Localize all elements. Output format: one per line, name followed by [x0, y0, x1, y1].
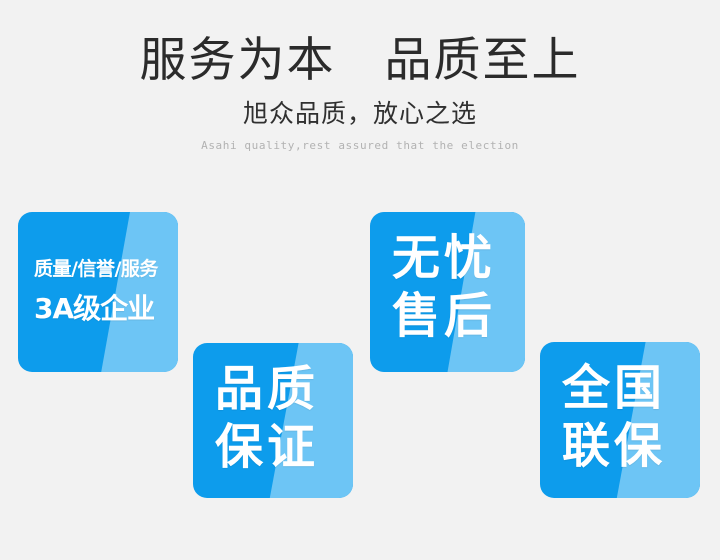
feature-card-quality-assurance[interactable]: 品质 保证: [193, 343, 353, 498]
feature-card-line-1: 无忧: [392, 230, 497, 286]
feature-card-text: 品质 保证: [215, 361, 343, 475]
feature-card-after-sales[interactable]: 无忧 售后: [370, 212, 525, 372]
header-block: 服务为本 品质至上 旭众品质，放心之选 Asahi quality,rest a…: [0, 0, 720, 152]
feature-card-text: 无忧 售后: [392, 230, 518, 344]
page-title: 服务为本 品质至上: [139, 33, 581, 88]
subtitle-chinese: 旭众品质，放心之选: [242, 99, 477, 129]
feature-card-line-1: 全国: [562, 360, 667, 416]
feature-card-line-1: 品质: [215, 361, 320, 417]
feature-card-line-1: 质量/信誉/服务: [34, 258, 158, 280]
feature-card-line-2: 售后: [392, 287, 497, 344]
feature-card-line-2: 3A级企业: [34, 291, 155, 325]
feature-card-line-2: 保证: [215, 418, 320, 475]
feature-card-text: 全国 联保: [562, 360, 690, 474]
feature-card-quality-grade[interactable]: 质量/信誉/服务 3A级企业: [18, 212, 178, 372]
feature-card-line-2: 联保: [562, 417, 667, 474]
subtitle-english: Asahi quality,rest assured that the elec…: [201, 139, 519, 153]
feature-card-nationwide-warranty[interactable]: 全国 联保: [540, 342, 700, 498]
feature-card-text: 质量/信誉/服务 3A级企业: [34, 258, 166, 325]
